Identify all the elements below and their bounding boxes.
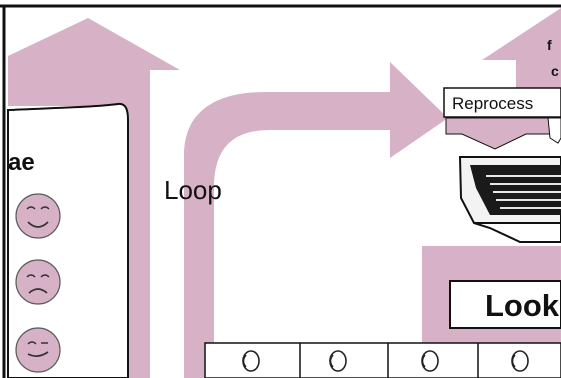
coin-icon [329,350,347,372]
reprocess-box [443,87,561,118]
top-right-fragment-2: c [551,63,559,79]
left-heading: ae [8,149,35,176]
top-right-fragment-1: f [547,37,552,53]
bottom-table [204,342,561,378]
left-cylinder-panel [7,102,129,378]
wink-face-icon [15,327,61,373]
reprocess-label: Reprocess [452,94,533,113]
happy-face-icon [15,193,61,239]
look-box [449,280,561,329]
loop-label: Loop [164,175,222,205]
machine-slats [486,175,561,209]
coin-icon [511,350,529,372]
top-right-down-arrow [482,8,561,92]
machine-base [473,222,561,243]
machine-dark-panel [470,165,561,215]
sad-face-icon [15,259,61,305]
up-arrow-left [8,18,180,378]
look-label: Look [485,288,560,323]
right-small-white-arrow [547,117,561,144]
coin-icon [242,350,260,372]
coin-icon [421,350,439,372]
